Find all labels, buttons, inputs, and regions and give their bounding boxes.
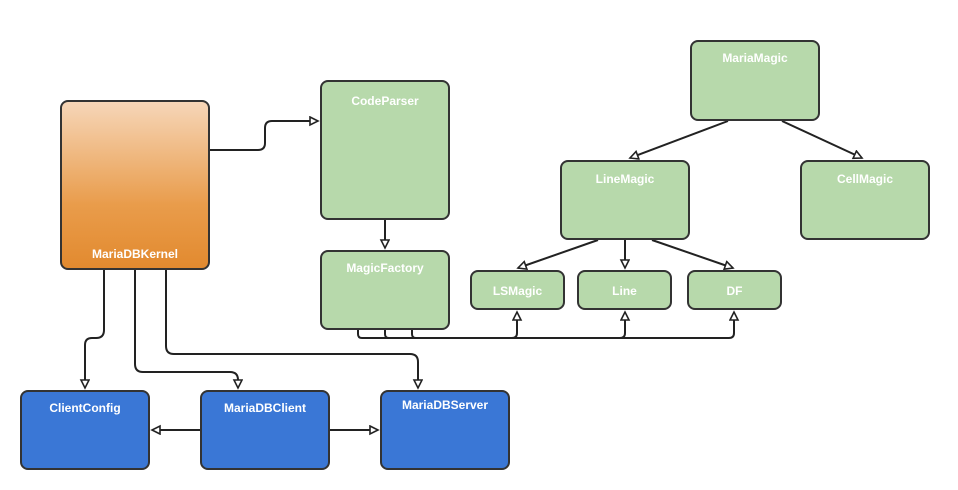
node-linemagic[interactable]: LineMagic: [560, 160, 690, 240]
node-clientconfig[interactable]: ClientConfig: [20, 390, 150, 470]
edge-kernel-mariadbserver: [165, 270, 418, 388]
edge-mariamagic-linemagic: [630, 120, 729, 158]
node-label: LineMagic: [595, 172, 655, 186]
node-label: MariaMagic: [722, 51, 788, 65]
node-df[interactable]: DF: [687, 270, 782, 310]
edge-linemagic-df: [651, 239, 733, 268]
node-label: MariaDBKernel: [91, 247, 179, 261]
node-mariadbclient[interactable]: MariaDBClient: [200, 390, 330, 470]
node-label: MagicFactory: [346, 261, 424, 275]
edge-magicfactory-df: [411, 312, 734, 339]
node-mariadbserver[interactable]: MariaDBServer: [380, 390, 510, 470]
edge-mariamagic-cellmagic: [781, 120, 862, 158]
node-mariamagic[interactable]: MariaMagic: [690, 40, 820, 121]
node-label: MariaDBServer: [401, 398, 489, 412]
edge-kernel-codeparser: [210, 121, 318, 151]
node-magicfactory[interactable]: MagicFactory: [320, 250, 450, 330]
node-line[interactable]: Line: [577, 270, 672, 310]
node-label: CellMagic: [836, 172, 893, 186]
node-label: ClientConfig: [49, 401, 121, 415]
edge-kernel-clientconfig: [85, 270, 105, 388]
node-codeparser[interactable]: CodeParser: [320, 80, 450, 220]
edge-kernel-mariadbclient: [134, 270, 238, 388]
node-label: Line: [612, 284, 637, 298]
node-cellmagic[interactable]: CellMagic: [800, 160, 930, 240]
node-label: CodeParser: [351, 94, 419, 108]
node-label: MariaDBClient: [223, 401, 306, 415]
node-label: DF: [726, 284, 743, 298]
node-label: LSMagic: [492, 284, 543, 298]
node-lsmagic[interactable]: LSMagic: [470, 270, 565, 310]
node-mariadbkernel[interactable]: MariaDBKernel: [60, 100, 210, 270]
edge-linemagic-lsmagic: [518, 239, 599, 268]
